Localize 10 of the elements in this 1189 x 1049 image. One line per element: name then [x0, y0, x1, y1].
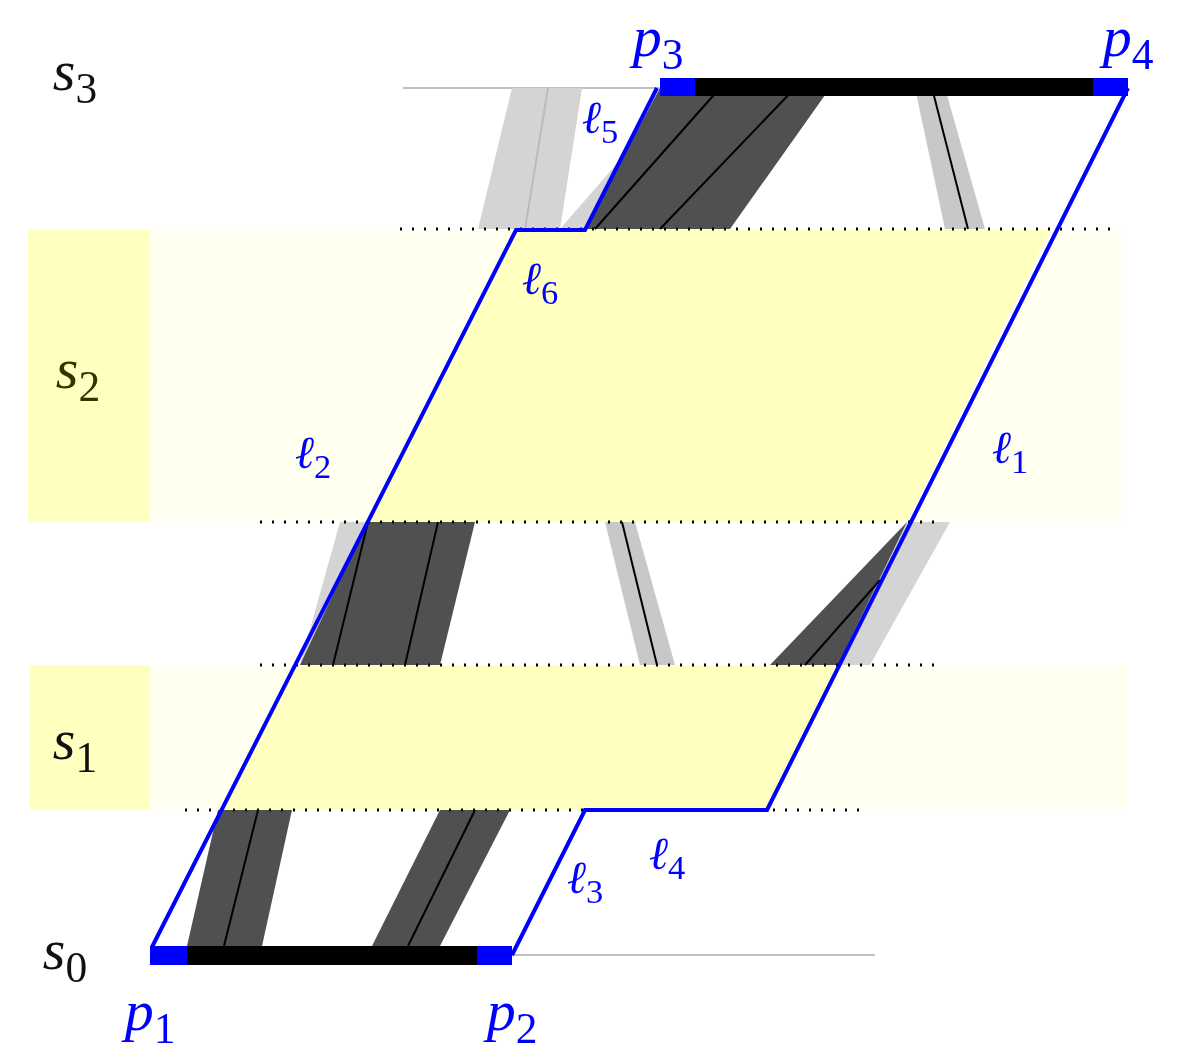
line-label: ℓ$_{5}$: [581, 95, 619, 149]
level-label: s$_{2}$: [55, 339, 101, 409]
line-label: ℓ$_{2}$: [294, 430, 332, 484]
line-label: ℓ$_{1}$: [991, 425, 1029, 479]
level-label: s$_{3}$: [52, 41, 98, 111]
level-label: s$_{0}$: [42, 920, 88, 990]
line-label: ℓ$_{3}$: [566, 855, 604, 909]
line-label: ℓ$_{6}$: [521, 256, 559, 310]
level-label: s$_{1}$: [52, 710, 98, 780]
line-label: ℓ$_{4}$: [648, 831, 686, 885]
